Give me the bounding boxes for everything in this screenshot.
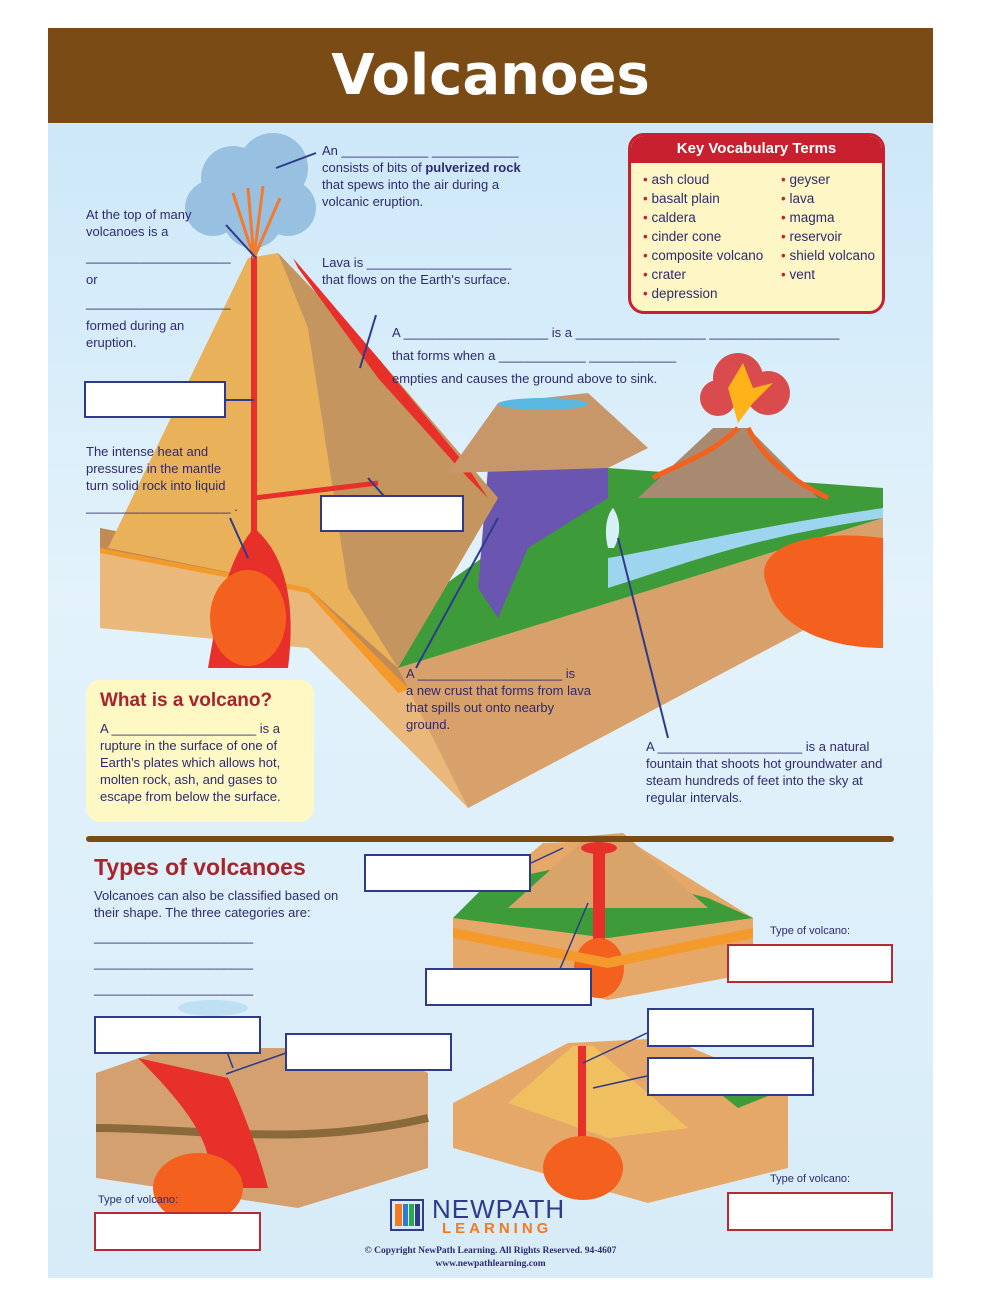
ash-cloud-label: An ____________ ____________ consists of…	[322, 142, 542, 210]
ash-cloud-text: consists of bits of	[322, 160, 426, 175]
answer-box-cinder-1[interactable]	[94, 1016, 261, 1054]
magma-text: The intense heat and pressures in the ma…	[86, 444, 226, 493]
cinder-cone	[638, 428, 818, 498]
answer-box-shield-magma[interactable]	[425, 968, 592, 1006]
caldera-volcano	[448, 393, 648, 473]
vocab-term: vent	[781, 265, 875, 284]
vocab-term: lava	[781, 189, 875, 208]
answer-box-composite-2[interactable]	[647, 1057, 814, 1096]
basalt-blank: A ____________________ is	[406, 666, 576, 681]
crater-blank: ____________________	[86, 249, 231, 264]
basalt-label: A ____________________ is a new crust th…	[406, 665, 596, 733]
vocab-term: basalt plain	[643, 189, 763, 208]
caldera-blank: ____________________	[86, 295, 231, 310]
ash-cloud-blank: An ____________ ____________	[322, 143, 519, 158]
vocab-term: composite volcano	[643, 246, 763, 265]
type-label-3: Type of volcano:	[770, 1173, 851, 1185]
logo-bottom: LEARNING	[442, 1220, 553, 1237]
vocabulary-col2: geyserlavamagmareservoirshield volcanove…	[781, 170, 875, 284]
caldera-line2: that forms when a ____________ _________…	[392, 348, 677, 363]
crater-text: At the top of many volcanoes is a	[86, 207, 192, 239]
answer-box-type-1[interactable]	[727, 944, 893, 983]
poster: Volcanoes An ____________ ____________ c…	[48, 28, 933, 1278]
caldera-line1: A ____________________ is a ____________…	[392, 325, 840, 340]
lava-text: that flows on the Earth's surface.	[322, 272, 511, 287]
vocab-term: reservoir	[781, 227, 875, 246]
lava-blank: Lava is ____________________	[322, 255, 512, 270]
type-blank-3: ______________________	[94, 981, 254, 996]
crater-text-end: formed during an eruption.	[86, 318, 185, 350]
vocab-term: ash cloud	[643, 170, 763, 189]
vocab-term: caldera	[643, 208, 763, 227]
magma-blank: ____________________ .	[86, 499, 238, 514]
ash-cloud-text-end: that spews into the air during a volcani…	[322, 177, 500, 209]
volcano-illustration	[95, 133, 883, 1223]
crater-label: At the top of many volcanoes is a ______…	[86, 206, 231, 351]
website-url: www.newpathlearning.com	[435, 1259, 546, 1269]
magma-label: The intense heat and pressures in the ma…	[86, 443, 246, 515]
caldera-line3: empties and causes the ground above to s…	[392, 371, 658, 386]
geyser-label: A ____________________ is a natural foun…	[646, 738, 891, 806]
page-title: Volcanoes	[331, 43, 650, 108]
lava-label: Lava is ____________________ that flows …	[322, 254, 511, 288]
answer-box-vent[interactable]	[84, 381, 226, 418]
vocabulary-col1: ash cloudbasalt plaincalderacinder conec…	[643, 170, 763, 303]
ash-cloud	[185, 133, 316, 248]
what-is-volcano-box: What is a volcano? A ___________________…	[86, 680, 314, 822]
type-blank-1: ______________________	[94, 929, 254, 944]
answer-box-shield-crater[interactable]	[364, 854, 531, 892]
section-divider	[86, 836, 894, 842]
book-icon	[390, 1199, 424, 1231]
answer-box-reservoir[interactable]	[320, 495, 464, 532]
what-is-text: A ____________________ is a rupture in t…	[100, 721, 281, 804]
types-title: Types of volcanoes	[94, 854, 306, 880]
vocabulary-box: Key Vocabulary Terms ash cloudbasalt pla…	[628, 133, 885, 314]
crater-or: or	[86, 272, 98, 287]
type-label-2: Type of volcano:	[98, 1194, 179, 1206]
vocab-term: geyser	[781, 170, 875, 189]
answer-box-composite-1[interactable]	[647, 1008, 814, 1047]
logo-top: NEWPATH	[432, 1194, 566, 1224]
vocab-term: shield volcano	[781, 246, 875, 265]
vocab-term: cinder cone	[643, 227, 763, 246]
basalt-text: a new crust that forms from lava that sp…	[406, 683, 591, 732]
header: Volcanoes	[48, 28, 933, 123]
vocab-term: magma	[781, 208, 875, 227]
geyser-text: fountain that shoots hot groundwater and…	[646, 756, 883, 805]
ash-cloud-bold: pulverized rock	[425, 160, 521, 175]
what-is-title: What is a volcano?	[100, 690, 273, 711]
vocab-term: crater	[643, 265, 763, 284]
answer-box-type-3[interactable]	[727, 1192, 893, 1231]
types-intro: Volcanoes can also be classified based o…	[94, 888, 339, 920]
type-label-1: Type of volcano:	[770, 925, 851, 937]
copyright: © Copyright NewPath Learning. All Rights…	[364, 1246, 617, 1256]
caldera-label: A ____________________ is a ____________…	[392, 321, 840, 390]
answer-box-cinder-2[interactable]	[285, 1033, 452, 1071]
type-blank-2: ______________________	[94, 955, 254, 970]
vocabulary-title: Key Vocabulary Terms	[631, 136, 882, 163]
vocab-term: depression	[643, 284, 763, 303]
answer-box-type-2[interactable]	[94, 1212, 261, 1251]
geyser-blank: A ____________________ is a natural	[646, 739, 870, 754]
